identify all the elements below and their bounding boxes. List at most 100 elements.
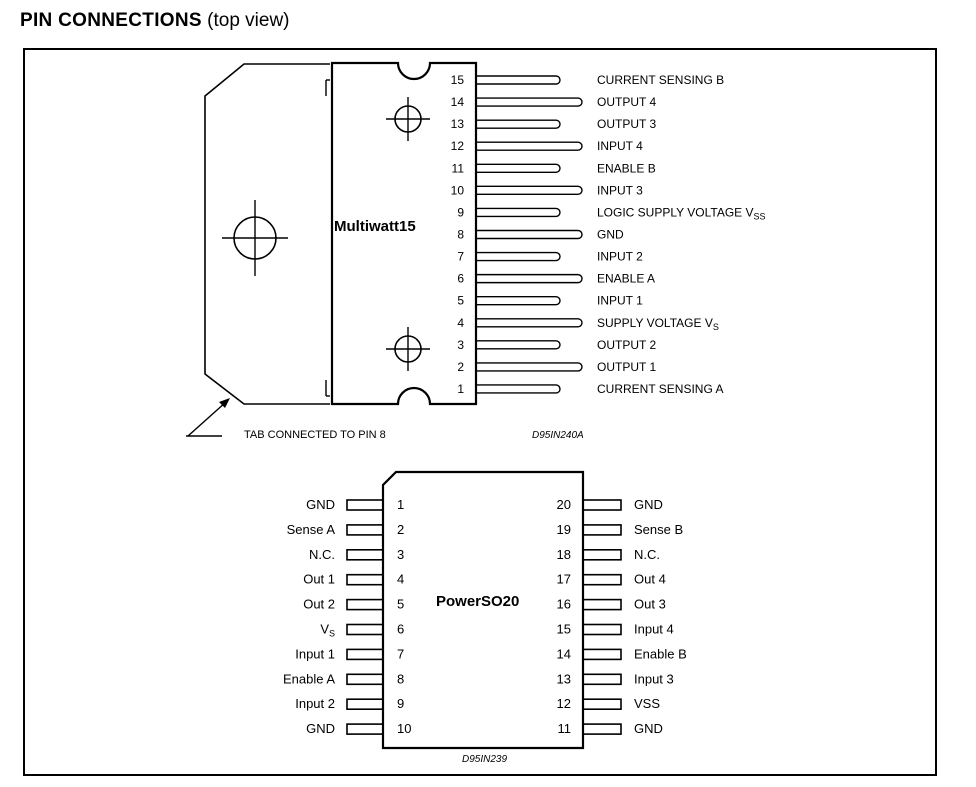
powerso-pin-lead	[582, 524, 622, 536]
powerso-pin-number: 20	[557, 497, 571, 512]
powerso-pin-name: Input 3	[634, 671, 674, 686]
powerso-pin-lead	[346, 648, 384, 661]
powerso-pin-20: 20 GND	[557, 497, 663, 512]
powerso-pin-number: 4	[397, 572, 404, 587]
powerso-pin-lead	[346, 499, 384, 511]
powerso-pin-number: 13	[557, 671, 571, 686]
multiwatt-pin-lead	[476, 97, 583, 107]
powerso-pin-lead	[582, 499, 622, 511]
multiwatt-pin-lead	[476, 251, 561, 262]
powerso-pin-name: Out 3	[634, 597, 666, 612]
powerso-pin-lead	[582, 698, 622, 711]
powerso-pin-number: 19	[557, 522, 571, 537]
powerso-pin-17: 17 Out 4	[557, 572, 666, 587]
powerso-pin-number: 18	[557, 547, 571, 562]
multiwatt-pin-lead	[476, 119, 561, 129]
multiwatt-pin-number: 12	[451, 139, 465, 153]
multiwatt-pin-number: 1	[457, 382, 464, 396]
multiwatt-pin-number: 2	[457, 360, 464, 374]
multiwatt-pin-lead	[476, 296, 561, 306]
heading-subtitle: (top view)	[207, 10, 290, 31]
powerso-pin-name: GND	[634, 497, 663, 512]
powerso-pin-name: Out 4	[634, 572, 666, 587]
multiwatt-pin-name: GND	[597, 227, 624, 241]
powerso-pin-name: Enable A	[283, 671, 335, 686]
multiwatt-pin-name: INPUT 3	[597, 183, 643, 197]
multiwatt-tab-outline	[204, 63, 330, 405]
powerso-pin-name: Out 2	[303, 597, 335, 612]
multiwatt-pin-number: 7	[457, 250, 464, 264]
powerso-drawing-code: D95IN239	[462, 754, 507, 765]
multiwatt-pin-name: INPUT 2	[597, 250, 643, 264]
multiwatt-pin-lead	[476, 340, 561, 350]
heading-title: PIN CONNECTIONS	[20, 10, 202, 31]
powerso-pin-name: VSS	[634, 696, 660, 711]
powerso-pin-lead	[582, 623, 622, 636]
powerso-pin-lead	[582, 723, 622, 735]
powerso-pin-13: 13 Input 3	[557, 671, 674, 686]
powerso-package-name: PowerSO20	[436, 593, 519, 610]
powerso-pin-3: 3N.C.	[309, 547, 404, 562]
multiwatt-pin-7: 7 INPUT 2	[457, 250, 643, 264]
powerso-pin-18: 18 N.C.	[557, 547, 660, 562]
powerso-pin-name: Sense A	[287, 522, 336, 537]
multiwatt-pin-number: 10	[451, 183, 465, 197]
powerso-pin-number: 2	[397, 522, 404, 537]
powerso-pin-number: 8	[397, 671, 404, 686]
multiwatt-pin-name: OUTPUT 2	[597, 338, 656, 352]
powerso-pin-name: N.C.	[634, 547, 660, 562]
multiwatt-pin-number: 3	[457, 338, 464, 352]
powerso-pin-lead	[346, 673, 384, 686]
multiwatt-pin-number: 15	[451, 73, 465, 87]
powerso-pin-number: 10	[397, 721, 411, 736]
powerso-pin-8: 8 Enable A	[283, 671, 404, 686]
multiwatt-pin-name: CURRENT SENSING B	[597, 73, 724, 87]
multiwatt-pin-10: 10 INPUT 3	[451, 183, 643, 197]
powerso-pin-lead	[582, 648, 622, 661]
powerso-pin-name: Enable B	[634, 646, 687, 661]
pin-connections-heading: PIN CONNECTIONS (top view)	[20, 10, 290, 32]
multiwatt-pin-lead	[476, 75, 561, 85]
powerso-pin-lead	[582, 673, 622, 686]
multiwatt-pin-name: OUTPUT 4	[597, 95, 656, 109]
powerso-pin-number: 14	[557, 646, 571, 661]
multiwatt-pin-number: 11	[452, 161, 465, 175]
powerso-pin-number: 6	[397, 622, 404, 637]
multiwatt-pin-name: ENABLE B	[597, 161, 656, 175]
multiwatt-pin-lead	[476, 207, 561, 218]
multiwatt-pin-number: 8	[457, 227, 464, 241]
powerso-pin-name: GND	[306, 497, 335, 512]
multiwatt-pin-lead	[476, 273, 583, 284]
powerso-pin-2: 2 Sense A	[287, 522, 405, 537]
multiwatt-pin-lead	[476, 362, 583, 372]
mounting-hole-top	[386, 97, 430, 141]
multiwatt-pin-lead	[476, 384, 561, 394]
powerso-pin-lead	[346, 623, 384, 636]
diagram-frame	[23, 48, 937, 776]
powerso-pin-number: 17	[557, 572, 571, 587]
multiwatt-pin-name: OUTPUT 1	[597, 360, 656, 374]
multiwatt-pin-2: 2 OUTPUT 1	[457, 360, 656, 374]
powerso-pin-name: VS	[320, 622, 335, 639]
mounting-hole-large	[222, 200, 288, 276]
multiwatt-pin-11: 11 ENABLE B	[452, 161, 656, 175]
powerso-pin-lead	[346, 698, 384, 711]
